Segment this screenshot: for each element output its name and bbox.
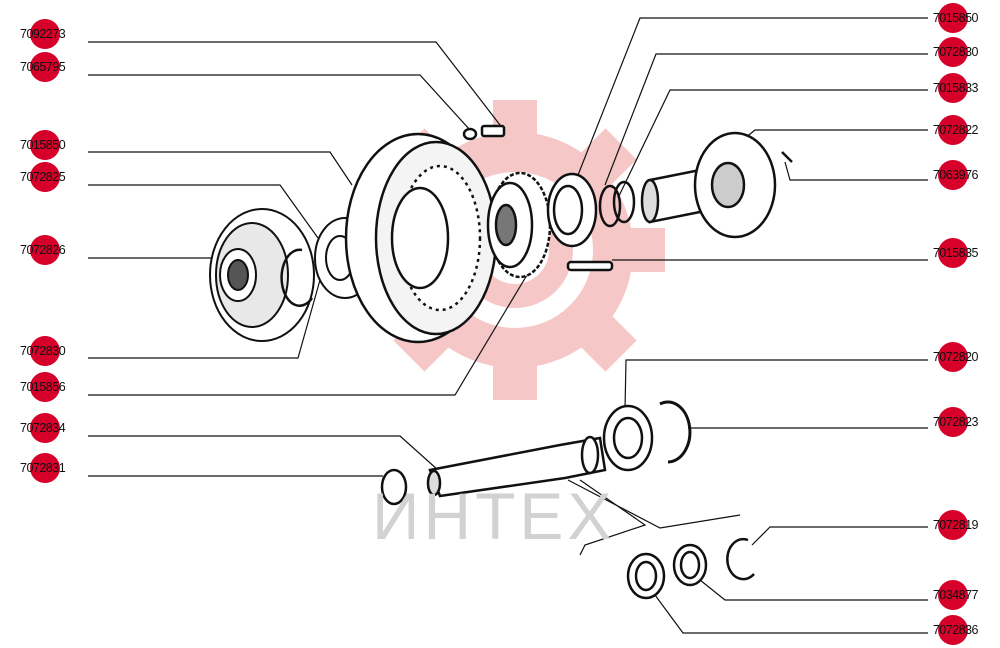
- part-number: 7072834: [20, 421, 66, 435]
- flange-hub: [640, 131, 777, 239]
- seal-rings: [598, 180, 636, 228]
- lower-rings: [626, 543, 708, 600]
- callout-marker: [938, 160, 968, 190]
- part-callout[interactable]: 7092273: [8, 19, 66, 49]
- input-shaft: [426, 435, 607, 498]
- part-callout[interactable]: 7072826: [8, 235, 66, 265]
- part-number: 7015856: [20, 380, 66, 394]
- part-callout[interactable]: 7072819: [933, 510, 992, 540]
- callout-marker: [938, 407, 968, 437]
- part-callout[interactable]: 7072831: [8, 453, 66, 483]
- part-callout[interactable]: 7072836: [933, 615, 992, 645]
- callout-marker: [30, 413, 60, 443]
- part-callout[interactable]: 7015850: [8, 130, 66, 160]
- part-number: 7072836: [932, 623, 979, 637]
- part-number: 7072831: [20, 461, 66, 475]
- callout-marker: [30, 235, 60, 265]
- callout-marker: [938, 238, 968, 268]
- callout-marker: [938, 510, 968, 540]
- part-callout[interactable]: 7015856: [8, 372, 66, 402]
- ball-bearing: [602, 404, 654, 472]
- callout-marker: [938, 73, 968, 103]
- callout-marker: [30, 130, 60, 160]
- part-callout[interactable]: 7015835: [933, 238, 992, 268]
- taper-bearing: [546, 172, 598, 248]
- callout-marker: [30, 372, 60, 402]
- callout-marker: [30, 52, 60, 82]
- bearing-snap-ring: [659, 400, 692, 464]
- callout-marker: [30, 19, 60, 49]
- callout-marker: [30, 162, 60, 192]
- callout-marker: [938, 37, 968, 67]
- part-callout[interactable]: 7072830: [933, 37, 992, 67]
- part-number: 7065795: [20, 60, 66, 74]
- part-callout[interactable]: 7063976: [933, 160, 992, 190]
- part-callout[interactable]: 7065795: [8, 52, 66, 82]
- part-number: 7092273: [20, 27, 66, 41]
- part-number: 7015833: [932, 81, 979, 95]
- part-callout[interactable]: 7072822: [933, 115, 992, 145]
- part-number: 7072822: [932, 123, 979, 137]
- small-fasteners: [462, 124, 793, 272]
- part-number: 7034877: [932, 588, 979, 602]
- callout-marker: [938, 580, 968, 610]
- pinion-gear: [486, 171, 552, 279]
- callout-marker: [938, 615, 968, 645]
- part-number: 7072830: [932, 45, 979, 59]
- part-number: 7063976: [932, 168, 979, 182]
- callout-marker: [30, 336, 60, 366]
- part-callout[interactable]: 7072825: [8, 162, 66, 192]
- watermark-brand-text: ИНТЕХ: [372, 479, 616, 553]
- part-number: 7015850: [932, 11, 979, 25]
- part-number: 7072826: [20, 243, 66, 257]
- callout-marker: [938, 342, 968, 372]
- part-number: 7015850: [20, 138, 66, 152]
- part-callout[interactable]: 7072830: [8, 336, 66, 366]
- shaft-ring-left: [380, 468, 408, 506]
- part-callout[interactable]: 7034877: [933, 580, 992, 610]
- part-callout[interactable]: 7015850: [933, 3, 992, 33]
- lower-circlip: [726, 537, 755, 581]
- part-callout[interactable]: 7072834: [8, 413, 66, 443]
- part-number: 7072819: [932, 518, 979, 532]
- part-number: 7072823: [932, 415, 979, 429]
- ring-gear: [344, 132, 498, 344]
- leader-lines: [88, 17, 928, 634]
- callout-marker: [30, 453, 60, 483]
- part-number: 7072830: [20, 344, 66, 358]
- part-number: 7015835: [932, 246, 979, 260]
- part-callout[interactable]: 7072820: [933, 342, 992, 372]
- callout-marker: [938, 115, 968, 145]
- snap-ring: [280, 248, 314, 307]
- coupling-disc: [209, 208, 315, 342]
- part-number: 7072820: [932, 350, 979, 364]
- callout-marker: [938, 3, 968, 33]
- part-callout[interactable]: 7015833: [933, 73, 992, 103]
- part-number: 7072825: [20, 170, 66, 184]
- part-callout[interactable]: 7072823: [933, 407, 992, 437]
